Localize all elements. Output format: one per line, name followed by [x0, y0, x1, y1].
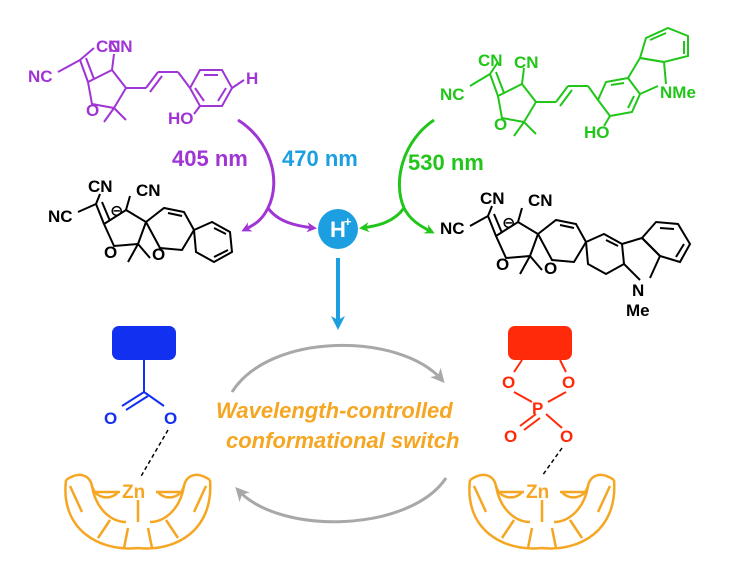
label-p: P [532, 399, 543, 418]
label-o-red-2: O [562, 373, 575, 392]
label-nc-3: NC [48, 207, 73, 226]
purple-arrow-to-hplus [266, 207, 317, 233]
green-arrow-530nm [397, 118, 435, 234]
green-molecule-labels: CN CN NC O NMe HO [440, 51, 696, 142]
right-spiropyran [469, 205, 692, 281]
label-cn-4: CN [514, 53, 539, 72]
title-line-2: conformational switch [226, 428, 459, 453]
green-merocyanine [469, 26, 689, 137]
wavelength-470: 470 nm [282, 146, 358, 171]
title-line-1: Wavelength-controlled [216, 398, 453, 423]
wavelength-530: 530 nm [408, 150, 484, 175]
label-o-blue-1: O [104, 409, 117, 428]
label-nc: NC [28, 67, 53, 86]
proton-plus: + [344, 214, 352, 229]
purple-arrow-405nm [237, 118, 276, 232]
label-cn-7: CN [480, 189, 505, 208]
purple-molecule-labels: CN CN NC O H HO [28, 37, 258, 128]
label-cn-1: CN [96, 37, 121, 56]
label-cn-3: CN [478, 51, 503, 70]
label-ho: HO [168, 109, 194, 128]
left-spiropyran [77, 193, 234, 264]
green-arrow-to-hplus [359, 207, 406, 233]
right-zinc-host [468, 473, 616, 550]
proton-badge: H + [318, 209, 358, 249]
label-o-red-3: O [504, 427, 517, 446]
gray-arrow-bottom [235, 477, 448, 524]
label-o-5: O [496, 255, 509, 274]
purple-merocyanine [57, 47, 245, 123]
red-phosphate: O O P O O [502, 326, 575, 477]
zn-left: Zn [122, 482, 145, 503]
label-cn-2: CN [108, 37, 133, 56]
zn-right: Zn [526, 482, 549, 503]
label-nme: NMe [660, 83, 696, 102]
label-cn-5: CN [88, 177, 113, 196]
minus-charge-2: ⊖ [502, 215, 515, 232]
label-cn-8: CN [528, 191, 553, 210]
right-spiropyran-labels: CN CN NC O O ⊖ N Me [440, 189, 650, 320]
label-h: H [246, 69, 258, 88]
label-ho-2: HO [584, 123, 610, 142]
label-o-2: O [494, 115, 507, 134]
label-o-6: O [544, 259, 557, 278]
left-spiropyran-labels: CN CN NC O O ⊖ [48, 177, 165, 264]
label-o-red-1: O [502, 373, 515, 392]
minus-charge-1: ⊖ [110, 203, 123, 220]
wavelength-405: 405 nm [172, 146, 248, 171]
gray-arrow-top [230, 343, 445, 393]
blue-carboxylate: O O [104, 326, 177, 479]
proton-h: H [330, 217, 346, 242]
left-zinc-host [64, 473, 212, 550]
label-o: O [86, 101, 99, 120]
label-o-red-4: O [560, 427, 573, 446]
label-n: N [632, 281, 644, 300]
label-o-blue-2: O [164, 409, 177, 428]
label-o-3: O [104, 243, 117, 262]
label-nc-2: NC [440, 85, 465, 104]
label-o-4: O [152, 245, 165, 264]
label-nc-4: NC [440, 219, 465, 238]
label-cn-6: CN [136, 181, 161, 200]
label-me: Me [626, 301, 650, 320]
